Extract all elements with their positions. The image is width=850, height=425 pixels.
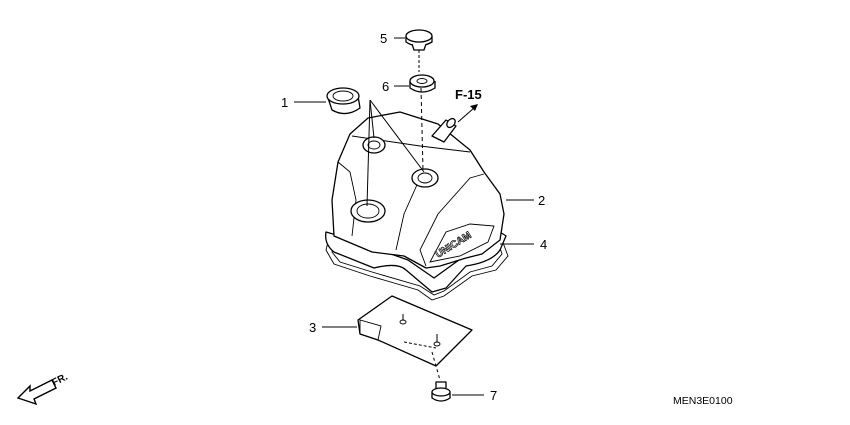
reference-f15: F-15 xyxy=(455,87,482,123)
breather-plate xyxy=(357,295,473,381)
callout-3: 3 xyxy=(309,320,316,335)
callout-4: 4 xyxy=(540,237,547,252)
front-arrow-icon xyxy=(16,379,57,406)
callout-5: 5 xyxy=(380,31,387,46)
cylinder-head-cover: UNICAM xyxy=(325,111,507,293)
oil-filler-cap xyxy=(326,87,361,115)
front-label: FR. xyxy=(50,371,70,388)
leader-lines xyxy=(294,37,534,396)
flange-bolt xyxy=(431,381,451,402)
callout-1: 1 xyxy=(281,95,288,110)
reference-arrow-icon xyxy=(470,104,478,111)
gasket xyxy=(325,233,509,301)
special-bolt xyxy=(405,29,433,171)
callout-7: 7 xyxy=(490,388,497,403)
reference-label: F-15 xyxy=(455,87,482,102)
seal-washer xyxy=(409,74,436,93)
diagram-code: MEN3E0100 xyxy=(673,395,733,407)
callout-6: 6 xyxy=(382,79,389,94)
front-indicator: FR. xyxy=(16,371,70,406)
callout-2: 2 xyxy=(538,193,545,208)
